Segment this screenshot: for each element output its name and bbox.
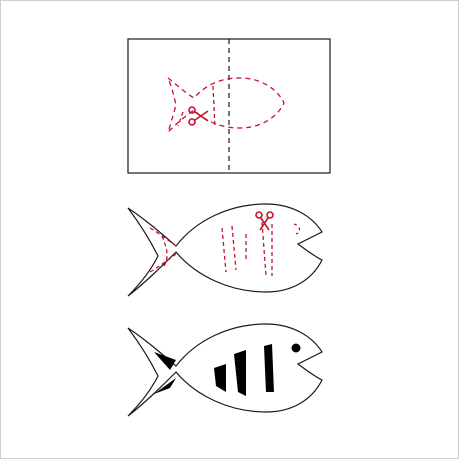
panel-finished-fish — [128, 324, 322, 416]
fish-outline — [128, 204, 322, 296]
panel-folded-paper — [128, 39, 330, 173]
eye-cutout — [292, 344, 301, 353]
panel-unfolded-fish — [128, 204, 322, 296]
